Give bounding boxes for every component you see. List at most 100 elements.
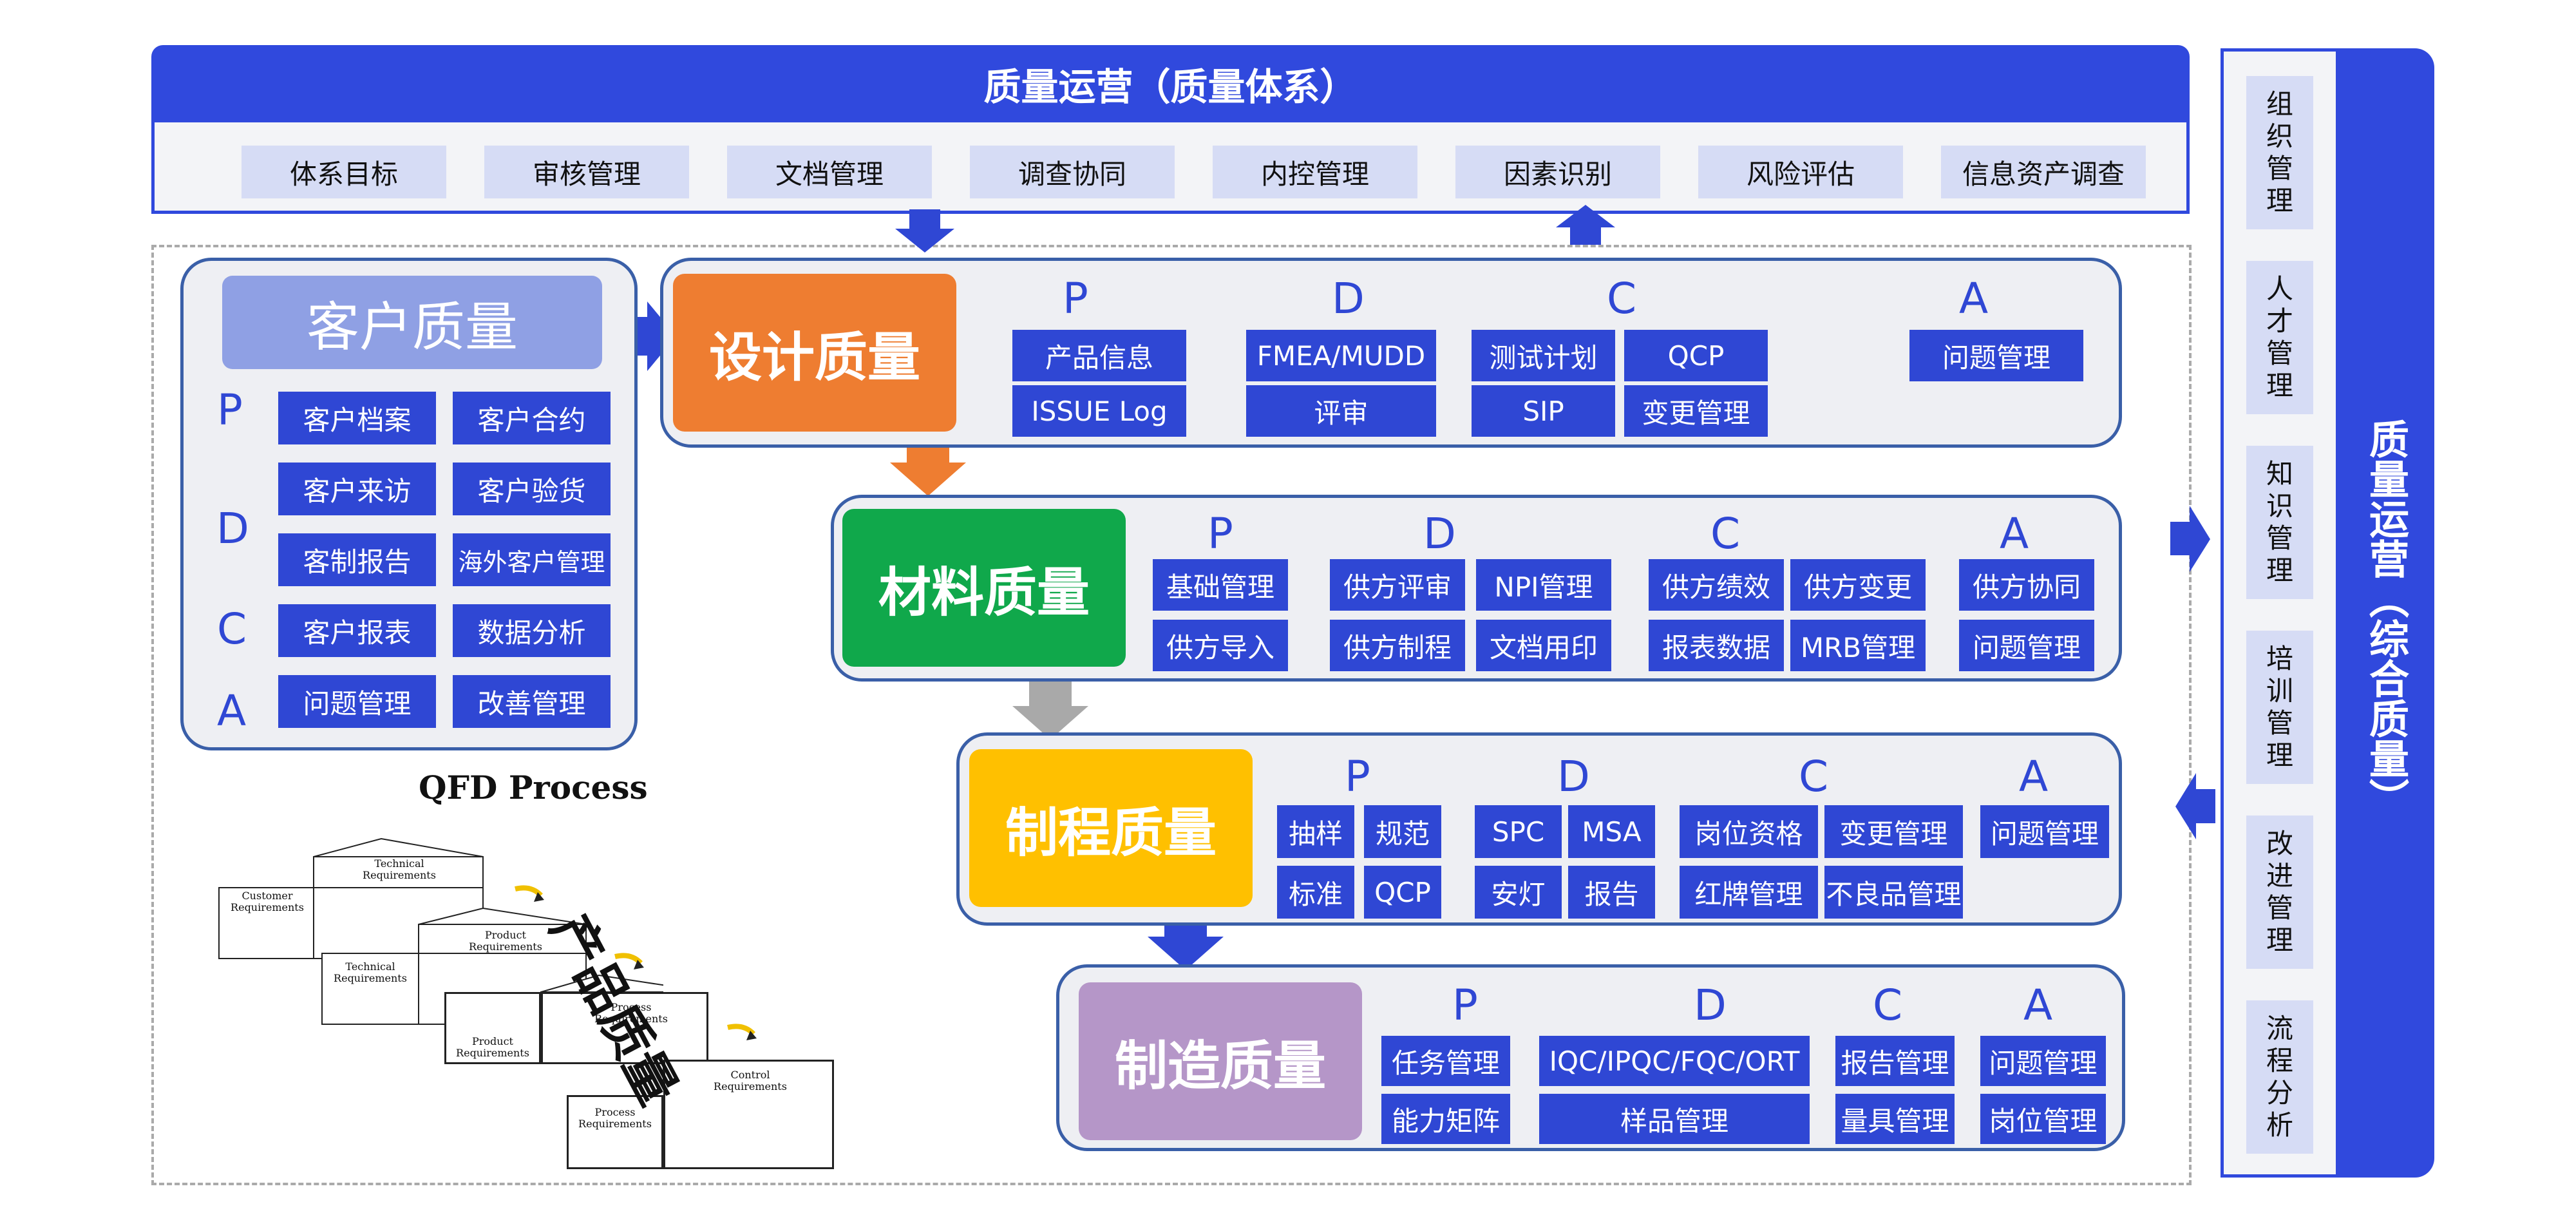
design-item-issue[interactable]: 问题管理 [1909, 330, 2083, 381]
material-item-issue[interactable]: 问题管理 [1959, 620, 2094, 671]
qfd-label-control: Control Requirements [714, 1069, 787, 1093]
material-to-process-arrow-icon [1012, 682, 1088, 740]
qfd-matrix-3 [541, 992, 708, 1064]
design-item-qcp[interactable]: QCP [1624, 330, 1768, 381]
right-item-talent[interactable]: 人 才 管 理 [2246, 261, 2313, 414]
material-item-supplier-process[interactable]: 供方制程 [1330, 620, 1465, 671]
system-item-factor-identification[interactable]: 因素识别 [1455, 146, 1660, 198]
manufacturing-item-post[interactable]: 岗位管理 [1980, 1094, 2106, 1144]
process-item-spc[interactable]: SPC [1475, 805, 1562, 858]
comprehensive-quality-title: 质量运营（综合质量） [2362, 419, 2409, 818]
customer-item-overseas[interactable]: 海外客户管理 [453, 533, 611, 586]
right-item-knowledge[interactable]: 知 识 管 理 [2246, 446, 2313, 599]
manufacturing-pdca-a: A [2023, 980, 2053, 1030]
right-item-improvement[interactable]: 改 进 管 理 [2246, 816, 2313, 969]
process-item-spec[interactable]: 规范 [1364, 805, 1441, 858]
process-item-post-qualification[interactable]: 岗位资格 [1680, 805, 1818, 858]
material-item-supplier-review[interactable]: 供方评审 [1330, 559, 1465, 611]
manufacturing-pdca-c: C [1873, 980, 1903, 1030]
customer-item-visit[interactable]: 客户来访 [278, 463, 436, 515]
qfd-stage-arrows [727, 1024, 757, 1040]
design-item-sip[interactable]: SIP [1472, 385, 1615, 437]
customer-item-inspection[interactable]: 客户验货 [453, 463, 611, 515]
material-item-doc-seal[interactable]: 文档用印 [1476, 620, 1611, 671]
qfd-cascade-diagram [218, 837, 663, 1089]
material-item-mrb[interactable]: MRB管理 [1790, 620, 1926, 671]
quality-area-border [151, 245, 2192, 1185]
qfd-label-product-2: Product Requirements [456, 1035, 529, 1059]
system-item-risk-assessment[interactable]: 风险评估 [1698, 146, 1903, 198]
material-pdca-p: P [1208, 509, 1233, 558]
system-item-audit[interactable]: 审核管理 [484, 146, 689, 198]
material-item-report-data[interactable]: 报表数据 [1649, 620, 1784, 671]
material-item-supplier-collab[interactable]: 供方协同 [1959, 559, 2094, 611]
manufacturing-item-report[interactable]: 报告管理 [1835, 1036, 1955, 1086]
customer-item-data-analysis[interactable]: 数据分析 [453, 604, 611, 657]
manufacturing-pdca-d: D [1694, 980, 1727, 1030]
process-item-sampling[interactable]: 抽样 [1277, 805, 1354, 858]
design-item-review[interactable]: 评审 [1246, 385, 1436, 437]
design-item-issue-log[interactable]: ISSUE Log [1012, 385, 1186, 437]
process-item-andon[interactable]: 安灯 [1475, 866, 1562, 919]
process-item-standard[interactable]: 标准 [1277, 866, 1354, 919]
right-item-organization[interactable]: 组 织 管 理 [2246, 76, 2313, 229]
system-item-info-asset[interactable]: 信息资产调查 [1941, 146, 2146, 198]
system-item-survey[interactable]: 调查协同 [970, 146, 1175, 198]
material-item-npi[interactable]: NPI管理 [1476, 559, 1611, 611]
customer-pdca-d: D [216, 504, 249, 553]
material-quality-title: 材料质量 [842, 509, 1126, 667]
qfd-matrix-4 [663, 1060, 834, 1169]
manufacturing-quality-title: 制造质量 [1079, 982, 1362, 1140]
right-arrow-icon [2170, 506, 2210, 572]
process-to-manufacturing-arrow-icon [1148, 912, 1224, 970]
customer-pdca-a: A [217, 686, 247, 736]
customer-item-archive[interactable]: 客户档案 [278, 392, 436, 444]
process-item-issue[interactable]: 问题管理 [1980, 805, 2109, 858]
material-item-supplier-performance[interactable]: 供方绩效 [1649, 559, 1784, 611]
quality-system-header: 质量运营（质量体系） [151, 45, 2190, 122]
system-item-documents[interactable]: 文档管理 [727, 146, 932, 198]
qfd-title: QFD Process [419, 768, 648, 806]
manufacturing-item-iqc[interactable]: IQC/IPQC/FQC/ORT [1539, 1036, 1810, 1086]
customer-item-custom-report[interactable]: 客制报告 [278, 533, 436, 586]
design-pdca-a: A [1959, 274, 1989, 323]
design-item-test-plan[interactable]: 测试计划 [1472, 330, 1615, 381]
comprehensive-quality-bar [2336, 48, 2434, 1178]
manufacturing-item-task[interactable]: 任务管理 [1381, 1036, 1510, 1086]
material-item-basic[interactable]: 基础管理 [1153, 559, 1288, 611]
design-item-change[interactable]: 变更管理 [1624, 385, 1768, 437]
process-pdca-c: C [1799, 752, 1829, 801]
qfd-label-technical-1: Technical Requirements [363, 857, 436, 881]
customer-quality-title: 客户质量 [222, 276, 602, 369]
design-item-fmea[interactable]: FMEA/MUDD [1246, 330, 1436, 381]
customer-pdca-c: C [217, 604, 247, 654]
process-pdca-a: A [2019, 752, 2049, 801]
design-to-material-arrow-icon [890, 438, 966, 496]
design-item-product-info[interactable]: 产品信息 [1012, 330, 1186, 381]
process-item-defect[interactable]: 不良品管理 [1824, 866, 1963, 919]
manufacturing-item-issue[interactable]: 问题管理 [1980, 1036, 2106, 1086]
process-item-report[interactable]: 报告 [1568, 866, 1655, 919]
left-arrow-icon [2175, 773, 2215, 839]
material-item-supplier-intro[interactable]: 供方导入 [1153, 620, 1288, 671]
system-item-goals[interactable]: 体系目标 [242, 146, 446, 198]
design-pdca-c: C [1607, 274, 1637, 323]
right-item-training[interactable]: 培 训 管 理 [2246, 631, 2313, 784]
system-item-internal-control[interactable]: 内控管理 [1213, 146, 1417, 198]
manufacturing-item-gauge[interactable]: 量具管理 [1835, 1094, 1955, 1144]
customer-item-improvement[interactable]: 改善管理 [453, 675, 611, 728]
material-item-supplier-change[interactable]: 供方变更 [1790, 559, 1926, 611]
customer-item-issue[interactable]: 问题管理 [278, 675, 436, 728]
process-item-change[interactable]: 变更管理 [1824, 805, 1963, 858]
process-item-red-card[interactable]: 红牌管理 [1680, 866, 1818, 919]
process-pdca-d: D [1557, 752, 1590, 801]
process-item-msa[interactable]: MSA [1568, 805, 1655, 858]
design-pdca-d: D [1332, 274, 1365, 323]
up-arrow-icon [1556, 205, 1615, 245]
manufacturing-item-capability[interactable]: 能力矩阵 [1381, 1094, 1510, 1144]
customer-item-report[interactable]: 客户报表 [278, 604, 436, 657]
manufacturing-item-sample[interactable]: 样品管理 [1539, 1094, 1810, 1144]
customer-item-contract[interactable]: 客户合约 [453, 392, 611, 444]
right-item-process-analysis[interactable]: 流 程 分 析 [2246, 1000, 2313, 1154]
process-item-qcp[interactable]: QCP [1364, 866, 1441, 919]
